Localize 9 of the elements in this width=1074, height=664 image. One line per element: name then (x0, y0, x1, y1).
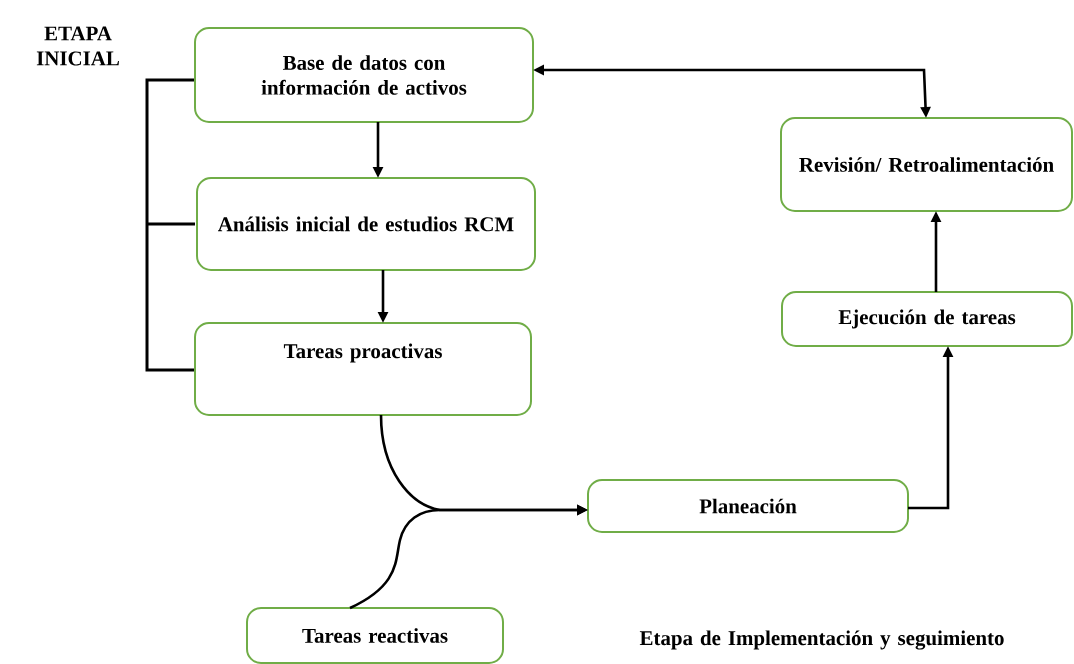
stage-label: Etapa de Implementación y seguimiento (639, 630, 1004, 650)
process-box: Planeación (587, 479, 909, 533)
process-box: Tareas proactivas (194, 322, 532, 416)
process-box: Base de datos con información de activos (194, 27, 534, 123)
process-box: Ejecución de tareas (781, 291, 1073, 347)
process-box: Análisis inicial de estudios RCM (196, 177, 536, 271)
stage-label: ETAPA INICIAL (36, 26, 119, 66)
process-box: Revisión/ Retroalimentación (780, 117, 1073, 212)
process-box: Tareas reactivas (246, 607, 504, 664)
